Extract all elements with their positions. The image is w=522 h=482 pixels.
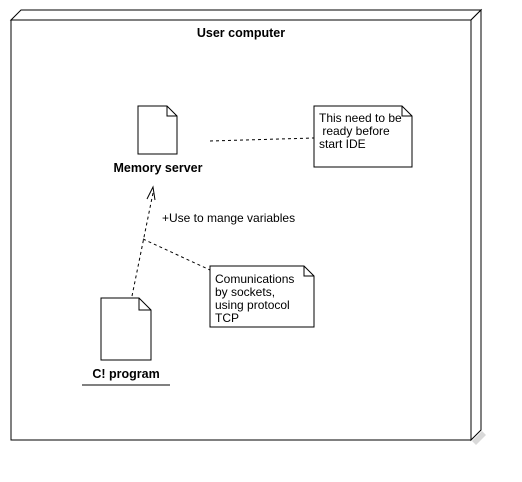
dependency-arrow: +Use to mange variables <box>131 185 295 297</box>
arrowhead-icon <box>146 185 156 201</box>
dependency-label: +Use to mange variables <box>162 211 295 225</box>
artifact-memory-server: Memory server <box>114 105 203 175</box>
memory-server-label: Memory server <box>114 161 203 175</box>
note-anchor-line <box>142 238 211 271</box>
note-sockets-tcp: Comunications by sockets, using protocol… <box>142 238 315 328</box>
note-ready-line-1: This need to be <box>319 111 402 125</box>
note-ready-before-ide: This need to be ready before start IDE <box>209 105 413 168</box>
note-ready-line-2: ready before <box>319 124 390 138</box>
artifact-document-icon <box>100 297 152 361</box>
c-program-label: C! program <box>92 367 159 381</box>
note-sockets-line-3: using protocol <box>215 298 290 312</box>
note-sockets-line-4: TCP <box>215 311 239 325</box>
note-anchor-line <box>209 137 315 142</box>
node-title: User computer <box>197 26 285 40</box>
artifact-document-icon <box>137 105 178 155</box>
node-user-computer: User computer <box>9 8 486 445</box>
note-sockets-line-2: by sockets, <box>215 285 275 299</box>
note-ready-line-3: start IDE <box>319 137 366 151</box>
artifact-c-program: C! program <box>82 297 170 386</box>
note-sockets-line-1: Comunications <box>215 272 294 286</box>
